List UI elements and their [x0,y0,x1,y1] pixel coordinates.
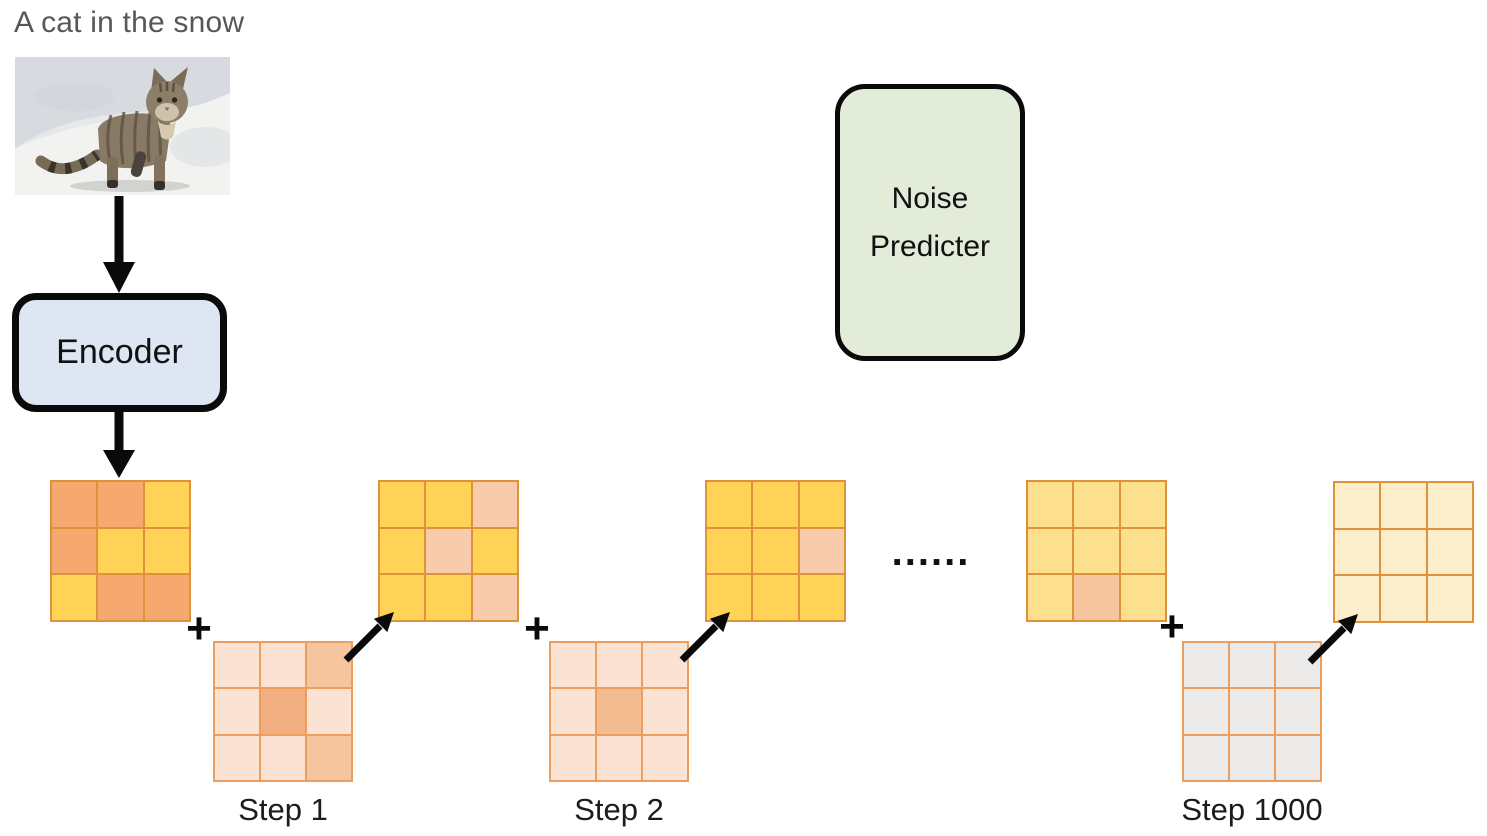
grid-cell [215,643,259,688]
grid-cell [643,643,687,688]
grid-cell [597,735,641,780]
grid-cell [1184,643,1228,688]
grid-cell [551,735,595,780]
encoder-label: Encoder [56,333,183,371]
grid-cell [1028,482,1073,527]
grid-cell [799,575,844,620]
grid-cell [799,528,844,574]
grid-cell [1381,529,1426,575]
grid-cell [707,482,752,527]
latent-grid-z1000 [1333,481,1474,623]
arrow-down-icon [103,412,135,478]
latent-grid-z999 [1026,480,1167,622]
grid-cell [551,643,595,688]
grid-cell [52,482,97,527]
ellipsis: ...... [891,530,971,574]
grid-cell [380,575,425,620]
plus-sign: + [524,604,550,653]
grid-cell [380,528,425,574]
grid-cell [1074,482,1119,527]
grid-cell [799,482,844,527]
arrow-up-right-icon [679,612,730,663]
grid-cell [551,689,595,734]
grid-cell [98,528,143,574]
grid-cell [1381,483,1426,528]
grid-cell [261,735,305,780]
grid-cell [1120,528,1165,574]
grid-cell [261,689,305,734]
grid-cell [426,575,471,620]
arrow-up-right-icon [343,612,394,663]
grid-cell [1230,643,1274,688]
grid-cell [1074,528,1119,574]
plus-sign: + [1159,602,1185,651]
noise-predictor-label-line1: Noise [891,181,969,215]
grid-cell [1184,689,1228,734]
grid-cell [1276,643,1320,688]
grid-cell [1028,575,1073,620]
grid-cell [643,689,687,734]
cat-illustration [15,57,230,195]
grid-cell [1230,689,1274,734]
grid-cell [753,575,798,620]
noise-grid-step-1 [213,641,353,782]
prompt-text: A cat in the snow [14,6,245,39]
grid-cell [52,575,97,620]
grid-cell [261,643,305,688]
grid-cell [1276,735,1320,780]
grid-cell [215,735,259,780]
step-1-label: Step 1 [238,792,328,827]
grid-cell [1074,575,1119,620]
grid-cell [307,689,351,734]
noise-grid-step-2 [549,641,689,782]
arrow-down-icon [103,196,135,293]
grid-cell [707,528,752,574]
latent-grid-z1 [378,480,519,622]
grid-cell [1120,482,1165,527]
grid-cell [426,482,471,527]
grid-cell [597,643,641,688]
grid-cell [597,689,641,734]
noise-predictor-box: Noise Predicter [835,84,1025,361]
grid-cell [1335,576,1380,621]
grid-cell [1028,528,1073,574]
grid-cell [144,575,189,620]
grid-cell [1335,529,1380,575]
grid-cell [1120,575,1165,620]
grid-cell [144,528,189,574]
grid-cell [426,528,471,574]
grid-cell [307,643,351,688]
grid-cell [1335,483,1380,528]
grid-cell [307,735,351,780]
grid-cell [1230,735,1274,780]
cat-in-snow-image [15,57,230,195]
grid-cell [98,575,143,620]
plus-sign: + [186,604,212,653]
grid-cell [643,735,687,780]
grid-cell [1427,483,1472,528]
step-1000-label: Step 1000 [1181,792,1323,827]
grid-cell [472,575,517,620]
grid-cell [144,482,189,527]
arrow-up-right-icon [1307,614,1358,665]
grid-cell [472,482,517,527]
noise-predictor-label-line2: Predicter [869,229,991,263]
grid-cell [753,528,798,574]
step-2-label: Step 2 [574,792,664,827]
noise-grid-step-1000 [1182,641,1322,782]
latent-grid-z2 [705,480,846,622]
latent-grid-z0 [50,480,191,622]
encoder-box: Encoder [12,293,227,412]
grid-cell [472,528,517,574]
grid-cell [98,482,143,527]
grid-cell [380,482,425,527]
grid-cell [1184,735,1228,780]
grid-cell [1381,576,1426,621]
grid-cell [1427,529,1472,575]
grid-cell [215,689,259,734]
grid-cell [1276,689,1320,734]
grid-cell [1427,576,1472,621]
grid-cell [753,482,798,527]
grid-cell [52,528,97,574]
